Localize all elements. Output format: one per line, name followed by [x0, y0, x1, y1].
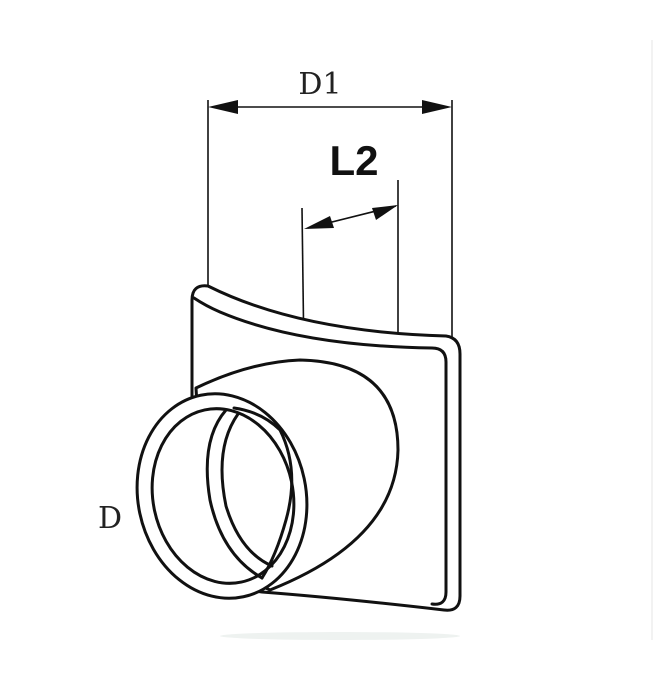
- ground-shadow: [220, 632, 460, 640]
- d1-arrow-right: [422, 100, 452, 114]
- socket-bore: [205, 408, 264, 580]
- d-label: D: [98, 501, 122, 536]
- socket-bore-back: [232, 406, 294, 580]
- socket-bore-inner: [220, 412, 274, 568]
- l2-arrow-right: [372, 205, 398, 220]
- d1-label: D1: [298, 67, 341, 102]
- l2-arrow-left: [304, 216, 334, 229]
- saddle-plate-inner-edge: [192, 296, 448, 606]
- d1-arrow-left: [208, 100, 238, 114]
- l2-label: L2: [329, 137, 378, 184]
